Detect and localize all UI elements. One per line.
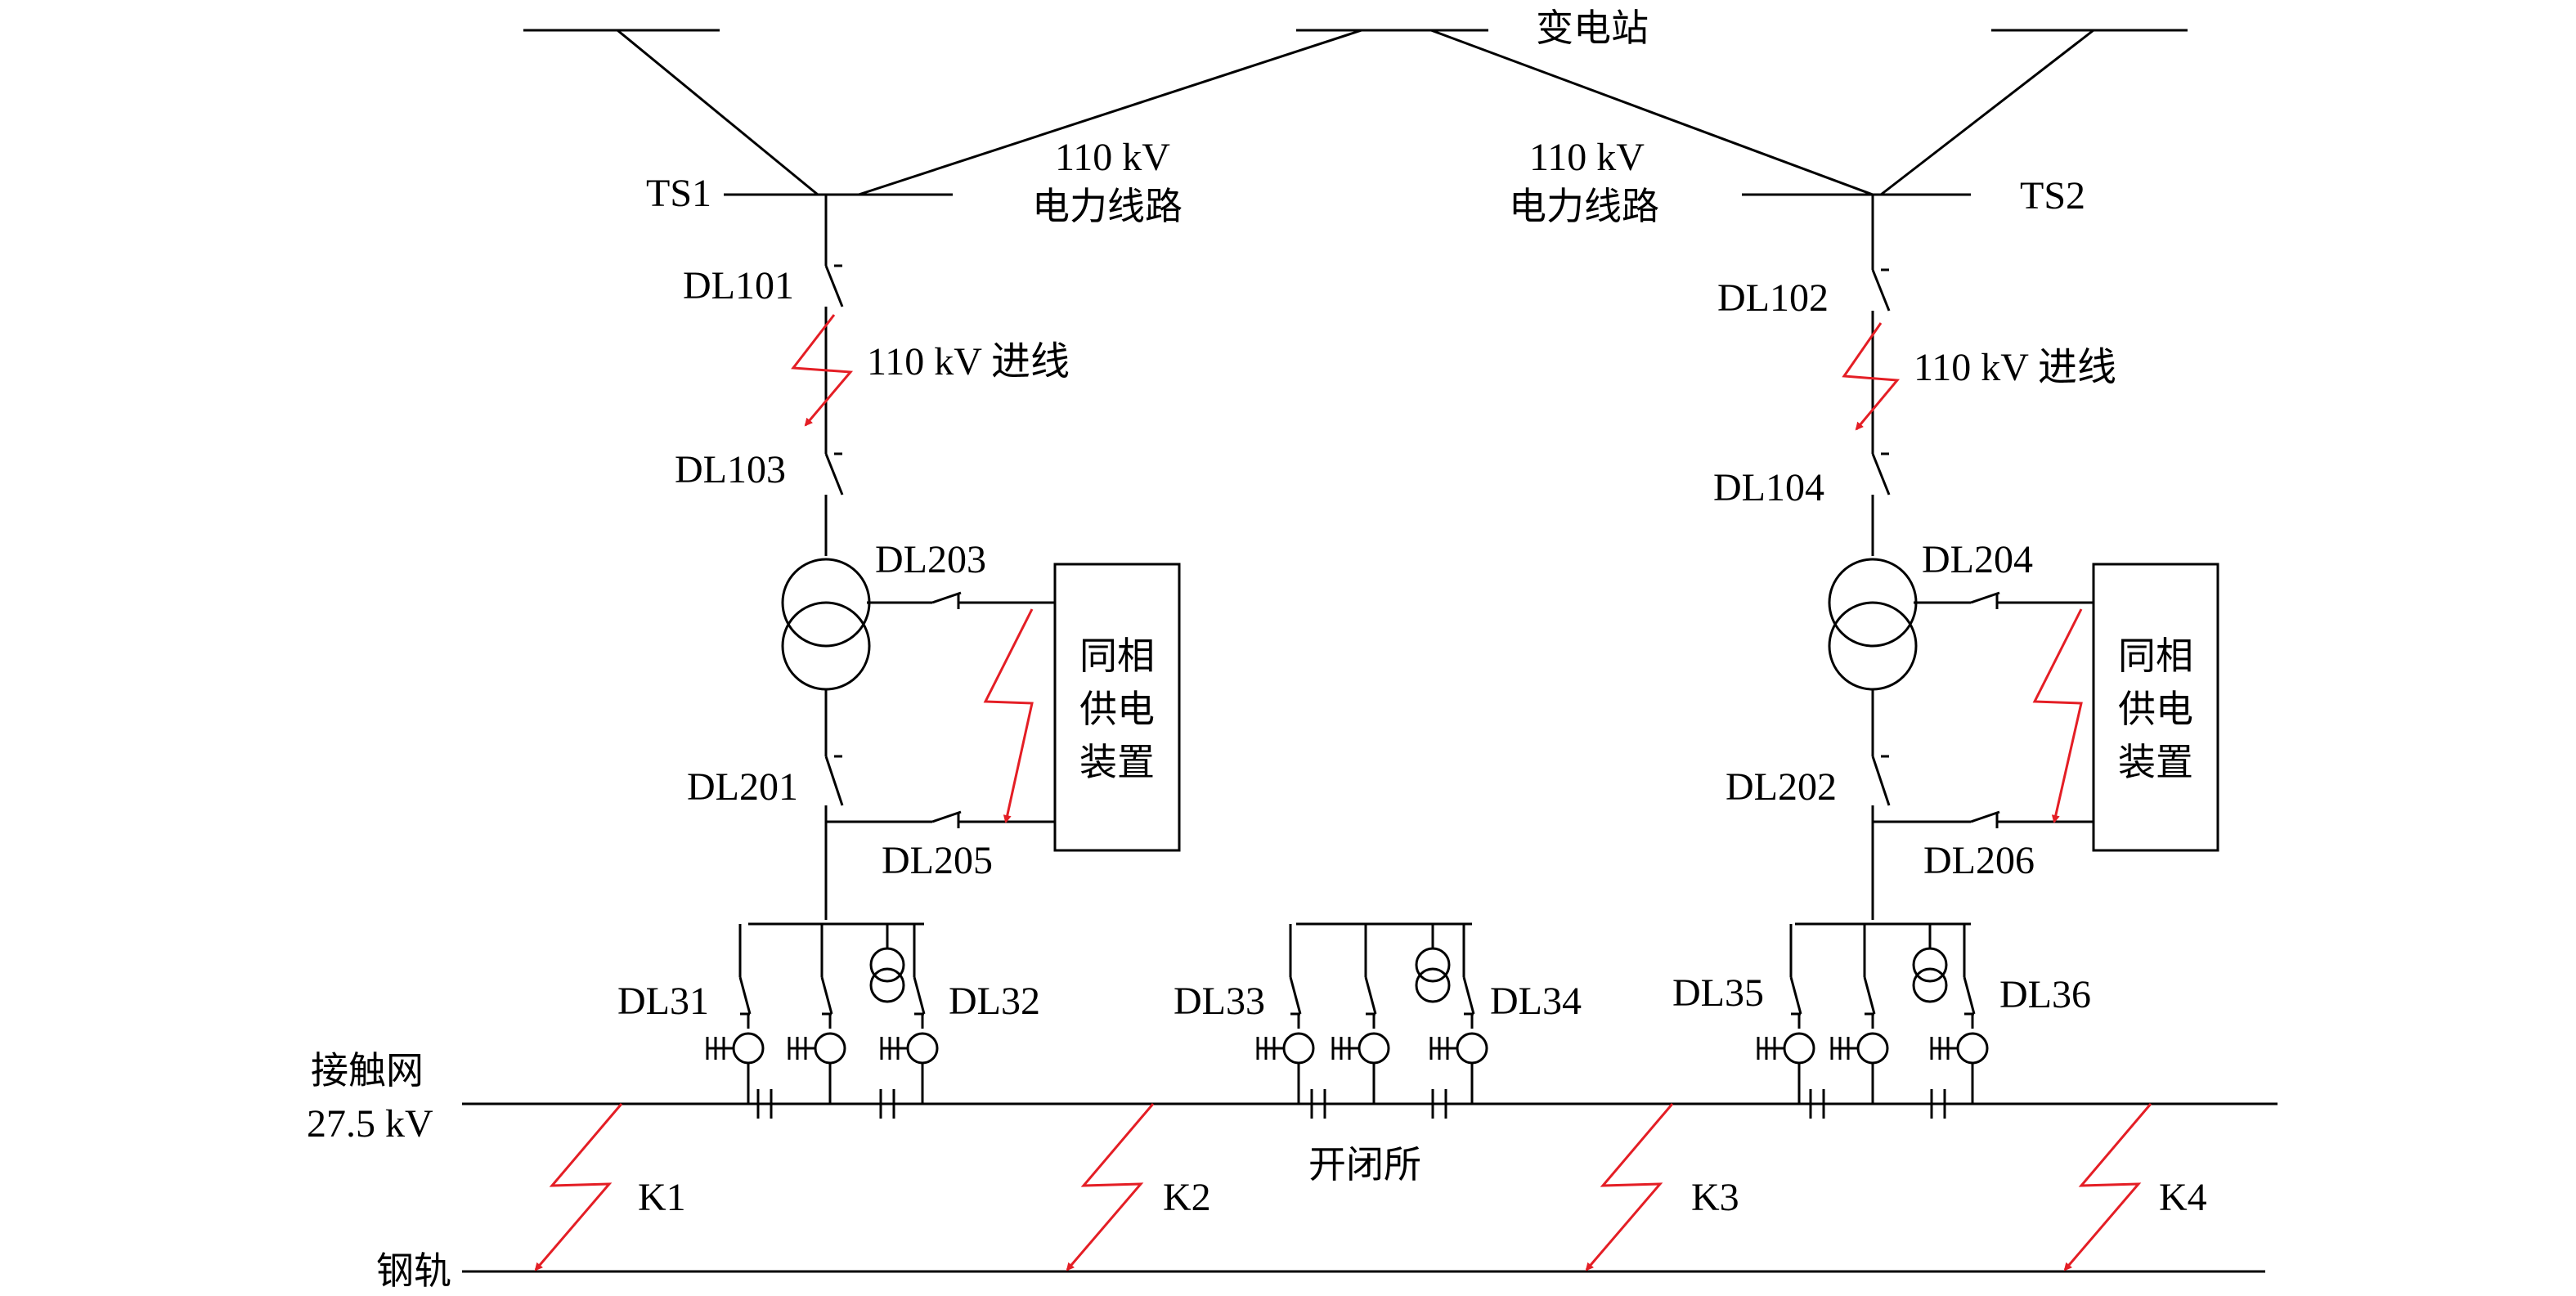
- group-3-branch-1-ct: [1783, 1032, 1815, 1065]
- device-left-line1: 同相: [1079, 634, 1155, 678]
- group-2-branch-2-breaker: [1364, 976, 1377, 1015]
- group-1-branch-1-ct: [732, 1032, 765, 1065]
- device-left-line2: 供电: [1079, 687, 1155, 731]
- group-1-branch-2-breaker: [820, 976, 833, 1015]
- group-1-branch-2-ct: [814, 1032, 846, 1065]
- breaker-dl104: [1871, 453, 1891, 496]
- group-3-branch-1-breaker: [1789, 976, 1802, 1015]
- left-feeder: [781, 195, 1181, 920]
- breaker-dl205: [931, 810, 962, 823]
- device-right-line3: 装置: [2118, 740, 2193, 784]
- dl33-label: DL33: [1174, 980, 1265, 1023]
- group-2-branch-1-ct: [1282, 1032, 1315, 1065]
- group-1-branch-3-ct: [906, 1032, 939, 1065]
- dl103-label: DL103: [675, 448, 786, 491]
- dl101-label: DL101: [683, 264, 794, 307]
- breaker-dl203: [931, 591, 962, 604]
- group-1-pt-lower: [869, 967, 905, 1003]
- group-2-branch-1-breaker: [1289, 976, 1302, 1015]
- group-3-pt-lower: [1912, 967, 1948, 1003]
- line-right-to-ts2: [1880, 29, 2094, 196]
- dl202-label: DL202: [1726, 765, 1837, 809]
- fault-symbols-feeder: [791, 314, 2083, 823]
- group-1-branch-1-breaker: [738, 976, 752, 1015]
- dl204-label: DL204: [1922, 538, 2033, 581]
- substation-label: 变电站: [1536, 6, 1649, 50]
- rail-label: 钢轨: [376, 1249, 451, 1293]
- dl206-label: DL206: [1923, 839, 2035, 882]
- group-1-pt-upper: [869, 947, 905, 983]
- line-name-right: 电力线路: [1509, 184, 1659, 228]
- catenary-label: 接触网: [311, 1048, 424, 1092]
- dl102-label: DL102: [1717, 276, 1829, 320]
- same-phase-device-right: [2092, 563, 2219, 852]
- breaker-dl103: [824, 453, 844, 496]
- dl31-label: DL31: [617, 980, 709, 1023]
- group-2-pt-lower: [1415, 967, 1451, 1003]
- group-2-branch-3-breaker: [1462, 976, 1475, 1015]
- group-3-branch-3-breaker: [1963, 976, 1976, 1015]
- group-3-pt-upper: [1912, 947, 1948, 983]
- line-voltage-right: 110 kV: [1529, 136, 1645, 179]
- incoming-left-label: 110 kV 进线: [867, 340, 1070, 383]
- fault-k1-label: K1: [638, 1176, 686, 1219]
- dl104-label: DL104: [1713, 466, 1824, 509]
- fault-k4-label: K4: [2159, 1176, 2207, 1219]
- dl36-label: DL36: [1999, 973, 2091, 1016]
- group-1-branch-3-breaker: [913, 976, 926, 1015]
- right-feeder: [1828, 195, 2219, 920]
- breaker-dl102: [1871, 269, 1891, 312]
- dl34-label: DL34: [1490, 980, 1582, 1023]
- same-phase-device-left: [1053, 563, 1181, 852]
- section-post-groups: [706, 922, 1989, 1119]
- group-3-branch-2-ct: [1856, 1032, 1889, 1065]
- hv-network: [523, 29, 2188, 196]
- incoming-right-label: 110 kV 进线: [1914, 346, 2116, 389]
- device-left-line3: 装置: [1079, 740, 1155, 784]
- ts1-label: TS1: [646, 172, 711, 215]
- catenary-faults: [534, 1103, 2152, 1271]
- line-substation-to-ts1: [858, 29, 1362, 196]
- device-right-line1: 同相: [2118, 634, 2193, 678]
- group-2-branch-2-ct: [1358, 1032, 1390, 1065]
- breaker-dl202: [1871, 756, 1891, 806]
- group-3-branch-2-breaker: [1863, 976, 1876, 1015]
- breaker-dl206: [1970, 810, 2000, 823]
- dl205-label: DL205: [882, 839, 993, 882]
- dl203-label: DL203: [875, 538, 986, 581]
- line-left-to-ts1: [617, 29, 819, 196]
- group-2-pt-upper: [1415, 947, 1451, 983]
- group-2-branch-3-ct: [1456, 1032, 1488, 1065]
- breaker-dl101: [824, 265, 844, 307]
- fault-k2-label: K2: [1163, 1176, 1211, 1219]
- line-voltage-left: 110 kV: [1055, 136, 1170, 179]
- line-substation-to-ts2: [1430, 29, 1874, 196]
- dl32-label: DL32: [949, 980, 1040, 1023]
- dl35-label: DL35: [1672, 971, 1764, 1015]
- breaker-dl201: [824, 756, 844, 806]
- catenary-voltage-label: 27.5 kV: [307, 1102, 433, 1146]
- line-name-left: 电力线路: [1032, 184, 1183, 228]
- breaker-dl204: [1970, 591, 2000, 604]
- fault-k3-label: K3: [1691, 1176, 1739, 1219]
- device-right-line2: 供电: [2118, 687, 2193, 731]
- dl201-label: DL201: [687, 765, 798, 809]
- group-3-branch-3-ct: [1956, 1032, 1989, 1065]
- switching-station-label: 开闭所: [1308, 1142, 1421, 1186]
- ts2-label: TS2: [2020, 174, 2085, 217]
